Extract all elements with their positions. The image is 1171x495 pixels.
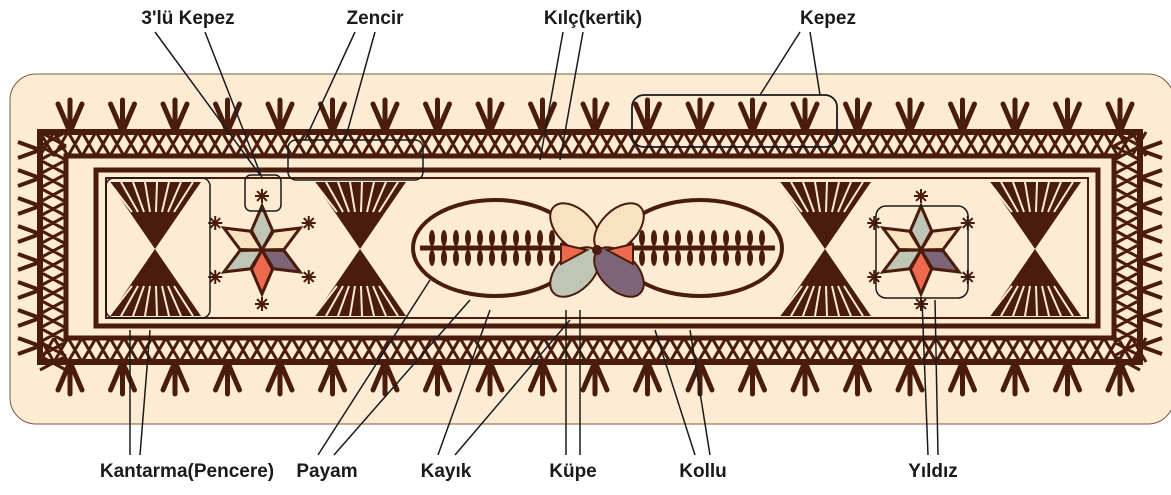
star-burst [255,297,269,311]
payam-leaf [549,230,555,246]
payam-leaf [513,230,519,246]
payam-leaf [759,230,765,246]
payam-leaf [525,250,531,266]
payam-leaf [525,230,531,246]
payam-leaf [687,230,693,246]
star-burst [867,270,881,284]
payam-leaf [453,250,459,266]
payam-leaf [537,230,543,246]
label-zencir: Zencir [346,8,403,30]
payam-leaf [747,250,753,266]
star-burst [914,297,928,311]
label-yildiz: Yıldız [908,461,958,483]
label-3lu-kepez: 3'lü Kepez [141,8,234,30]
payam-leaf [675,230,681,246]
star-burst [302,270,316,284]
label-kollu: Kollu [679,461,727,483]
payam-leaf [441,230,447,246]
payam-leaf [663,250,669,266]
payam-leaf [663,230,669,246]
label-payam: Payam [296,461,357,483]
payam-leaf [639,250,645,266]
payam-leaf [687,250,693,266]
payam-leaf [711,250,717,266]
label-kupe: Küpe [549,461,597,483]
payam-leaf [477,230,483,246]
star-burst [302,216,316,230]
kupe-center [592,245,602,255]
payam-leaf [429,230,435,246]
payam-leaf [699,250,705,266]
payam-leaf [501,250,507,266]
label-kayik: Kayık [421,461,472,483]
payam-leaf [699,230,705,246]
payam-leaf [489,230,495,246]
payam-leaf [549,250,555,266]
payam-leaf [465,230,471,246]
payam-leaf [513,250,519,266]
label-kantarma: Kantarma(Pencere) [100,461,274,483]
payam-leaf [537,250,543,266]
payam-leaf [675,250,681,266]
payam-leaf [735,250,741,266]
payam-leaf [759,250,765,266]
payam-leaf [735,230,741,246]
payam-leaf [453,230,459,246]
label-kepez: Kepez [800,8,856,30]
payam-leaf [477,250,483,266]
payam-leaf [489,250,495,266]
payam-leaf [429,250,435,266]
payam-leaf [723,250,729,266]
payam-leaf [651,230,657,246]
payam-leaf [501,230,507,246]
label-kilc: Kılç(kertik) [544,8,642,30]
payam-leaf [465,250,471,266]
star-burst [867,216,881,230]
payam-leaf [723,230,729,246]
payam-leaf [651,250,657,266]
payam-leaf [711,230,717,246]
payam-leaf [441,250,447,266]
star-burst [914,189,928,203]
payam-leaf [639,230,645,246]
payam-leaf [747,230,753,246]
star-burst [255,189,269,203]
